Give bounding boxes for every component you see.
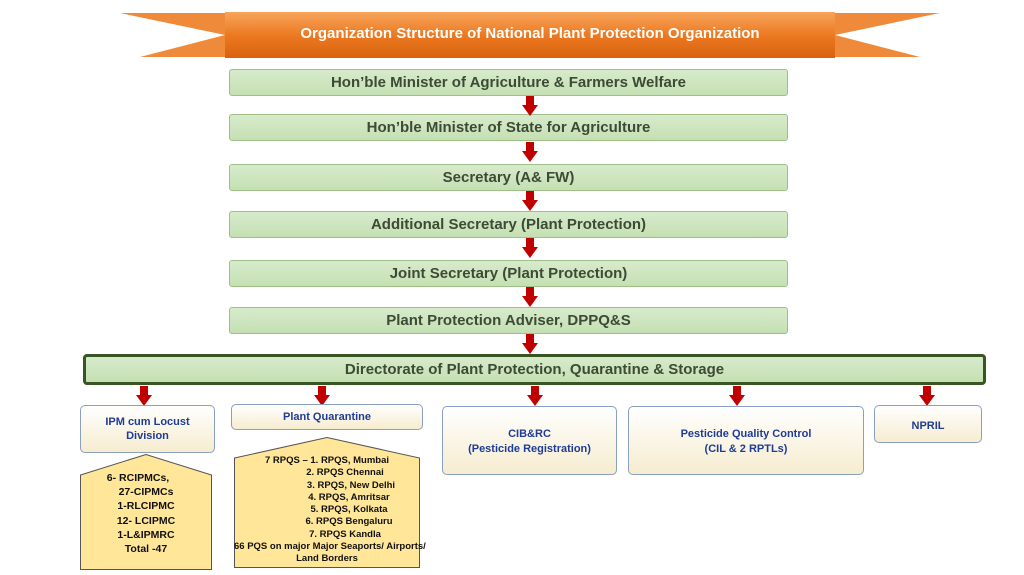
pesticide-quality-control-box: Pesticide Quality Control (CIL & 2 RPTLs…: [628, 406, 864, 475]
pentagon-shape: [234, 437, 420, 568]
pentagon-shape: [80, 454, 212, 570]
banner-shape: [120, 12, 940, 58]
ipm-unit-line: 1-L&IPMRC: [117, 528, 175, 541]
joint-secretary-box: Joint Secretary (Plant Protection): [229, 260, 788, 287]
cibrc-box: CIB&RC (Pesticide Registration): [442, 406, 617, 475]
ipm-unit-line: 12- LCIPMC: [116, 514, 176, 527]
secretary-box: Secretary (A& FW): [229, 164, 788, 191]
minister-of-state-box: Hon’ble Minister of State for Agricultur…: [229, 114, 788, 141]
additional-secretary-box: Additional Secretary (Plant Protection): [229, 211, 788, 238]
down-arrow-icon: [136, 386, 152, 406]
ipm-units-list: 6- RCIPMCs, 27-CIPMCs 1-RLCIPMC 12- LCIP…: [80, 471, 212, 556]
down-arrow-icon: [522, 96, 538, 116]
ipm-division-line2: Division: [126, 430, 169, 442]
npril-label: NPRIL: [911, 420, 945, 432]
pq-unit-line: 7 RPQS – 1. RPQS, Mumbai: [264, 455, 390, 466]
pesticide-qc-line2: (CIL & 2 RPTLs): [704, 443, 788, 455]
pq-units-list: 7 RPQS – 1. RPQS, Mumbai 2. RPQS Chennai…: [234, 455, 426, 566]
down-arrow-icon: [314, 386, 330, 406]
down-arrow-icon: [527, 386, 543, 406]
down-arrow-icon: [729, 386, 745, 406]
ipm-unit-line: 6- RCIPMCs,: [106, 472, 170, 484]
ipm-division-line1: IPM cum Locust: [105, 416, 190, 428]
plant-protection-adviser-box: Plant Protection Adviser, DPPQ&S: [229, 307, 788, 334]
pq-units-panel: 7 RPQS – 1. RPQS, Mumbai 2. RPQS Chennai…: [234, 437, 426, 568]
down-arrow-icon: [522, 142, 538, 162]
pq-unit-line: 66 PQS on major Major Seaports/ Airports…: [234, 541, 426, 553]
title-banner: Organization Structure of National Plant…: [120, 12, 940, 58]
directorate-box: Directorate of Plant Protection, Quarant…: [83, 354, 986, 385]
cibrc-line1: CIB&RC: [508, 428, 551, 440]
pq-unit-line: 6. RPQS Bengaluru: [305, 516, 393, 528]
ipm-locust-division-box: IPM cum Locust Division: [80, 405, 215, 453]
pesticide-qc-line1: Pesticide Quality Control: [680, 428, 812, 440]
plant-quarantine-label: Plant Quarantine: [282, 411, 372, 423]
pq-unit-line: 4. RPQS, Amritsar: [308, 491, 390, 503]
pq-unit-line: 7. RPQS Kandla: [309, 528, 381, 540]
npril-box: NPRIL: [874, 405, 982, 443]
down-arrow-icon: [919, 386, 935, 406]
down-arrow-icon: [522, 238, 538, 258]
ipm-unit-line: 27-CIPMCs: [118, 486, 174, 499]
page-title: Organization Structure of National Plant…: [300, 25, 760, 42]
ipm-unit-line: Total -47: [124, 543, 168, 556]
down-arrow-icon: [522, 191, 538, 211]
minister-box: Hon’ble Minister of Agriculture & Farmer…: [229, 69, 788, 96]
cibrc-line2: (Pesticide Registration): [468, 443, 591, 455]
pq-unit-line: 5. RPQS, Kolkata: [310, 504, 388, 516]
pq-unit-line: Land Borders: [296, 553, 358, 565]
pq-unit-line: 3. RPQS, New Delhi: [306, 479, 396, 491]
pq-unit-line: 2. RPQS Chennai: [306, 467, 384, 479]
ipm-units-panel: 6- RCIPMCs, 27-CIPMCs 1-RLCIPMC 12- LCIP…: [80, 454, 212, 570]
plant-quarantine-box: Plant Quarantine: [231, 404, 423, 430]
down-arrow-icon: [522, 334, 538, 354]
down-arrow-icon: [522, 287, 538, 307]
ipm-unit-line: 1-RLCIPMC: [117, 500, 175, 513]
